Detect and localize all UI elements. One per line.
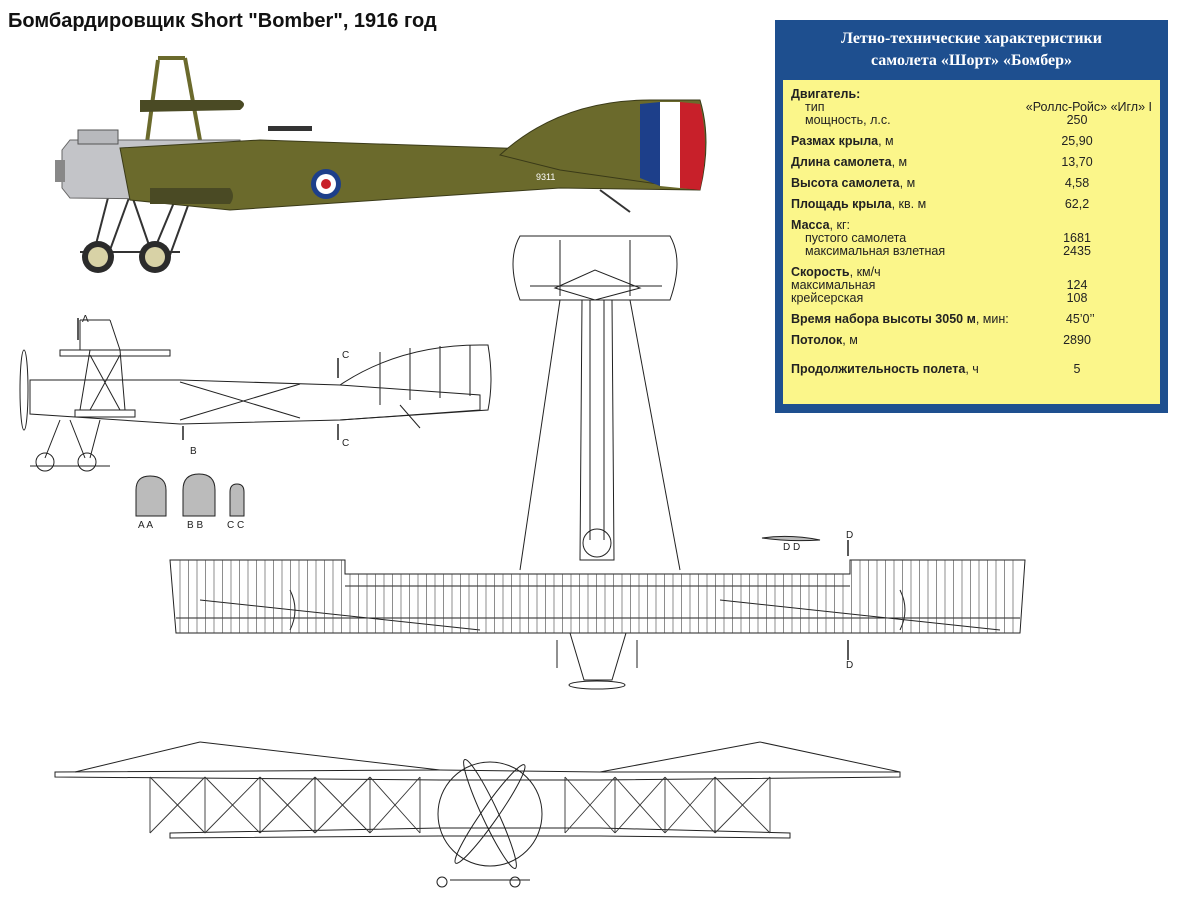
height-value: 4,58	[1064, 176, 1090, 190]
section-label-c-bottom: C	[342, 438, 349, 449]
page-title: Бомбардировщик Short "Bomber", 1916 год	[8, 10, 437, 32]
mass-label: Масса	[791, 218, 830, 232]
climb-unit: , мин:	[975, 312, 1009, 326]
bracing-wire	[149, 776, 206, 834]
front-view-drawing	[54, 741, 901, 888]
bracing-wire	[259, 776, 316, 834]
climb-value: 45’0’’	[1065, 312, 1095, 326]
speed-max-value: 124	[1066, 278, 1088, 292]
mass-unit: , кг:	[829, 218, 850, 232]
section-label-a: A	[82, 314, 89, 325]
specifications-header-line1: Летно-технические характеристики	[841, 30, 1102, 47]
section-aa: A A	[138, 520, 153, 531]
speed-cruise-label: крейсерская	[791, 291, 864, 305]
speed-max-label: максимальная	[791, 278, 876, 292]
mass-empty-label: пустого самолета	[805, 231, 907, 245]
bracing-wire	[204, 776, 261, 834]
bracing-wire	[614, 776, 666, 834]
bracing-wire	[564, 776, 616, 834]
height-unit: , м	[899, 176, 916, 190]
plan-view-drawing	[169, 235, 1026, 690]
speed-unit: , км/ч	[849, 265, 881, 279]
ceiling-unit: , м	[842, 333, 858, 347]
engine-power-label: мощность, л.с.	[805, 113, 891, 127]
length-label: Длина самолета	[791, 155, 892, 169]
section-label-d-top: D	[846, 530, 853, 541]
section-label-d-bottom: D	[846, 660, 853, 671]
serial-number: 9311	[536, 172, 555, 182]
ceiling-value: 2890	[1063, 333, 1091, 347]
section-cc: C C	[227, 520, 244, 531]
speed-label: Скорость	[791, 265, 850, 279]
specifications-table: Двигатель: тип «Роллс-Ройс» «Игл» I мощно…	[783, 80, 1160, 404]
section-dd: D D	[783, 542, 800, 553]
colored-side-profile: 9311	[55, 56, 707, 273]
mass-max-label: максимальная взлетная	[805, 244, 946, 258]
specifications-header-line2: самолета «Шорт» «Бомбер»	[871, 52, 1072, 69]
engine-type-label: тип	[805, 100, 825, 114]
engine-type-value: «Роллс-Ройс» «Игл» I	[1025, 100, 1152, 114]
wingspan-unit: , м	[878, 134, 894, 148]
endurance-unit: , ч	[965, 362, 979, 376]
section-label-b: B	[190, 446, 197, 457]
climb-label: Время набора высоты 3050 м	[791, 312, 976, 326]
side-view-line-drawing	[19, 318, 492, 472]
section-label-c-top: C	[342, 350, 349, 361]
specifications-panel: Летно-технические характеристики самолет…	[775, 20, 1168, 413]
wing-area-value: 62,2	[1064, 197, 1090, 211]
bracing-wire	[664, 776, 716, 834]
section-bb: B B	[187, 520, 203, 531]
length-unit: , м	[891, 155, 908, 169]
bracing-wire	[314, 776, 371, 834]
wingspan-value: 25,90	[1061, 134, 1093, 148]
bracing-wire	[369, 776, 421, 834]
specifications-header: Летно-технические характеристики самолет…	[775, 20, 1168, 80]
ceiling-label: Потолок	[791, 333, 843, 347]
wingspan-label: Размах крыла	[791, 134, 879, 148]
cross-sections	[135, 473, 821, 542]
mass-empty-value: 1681	[1063, 231, 1091, 245]
wing-area-label: Площадь крыла	[791, 197, 892, 211]
speed-cruise-value: 108	[1066, 291, 1088, 305]
engine-label: Двигатель:	[791, 87, 861, 101]
endurance-value: 5	[1073, 362, 1081, 376]
bracing-wire	[714, 776, 771, 834]
endurance-label: Продолжительность полета	[791, 362, 966, 376]
mass-max-value: 2435	[1063, 244, 1091, 258]
height-label: Высота самолета	[791, 176, 900, 190]
engine-power-value: 250	[1066, 113, 1088, 127]
length-value: 13,70	[1061, 155, 1093, 169]
wing-area-unit: , кв. м	[891, 197, 927, 211]
